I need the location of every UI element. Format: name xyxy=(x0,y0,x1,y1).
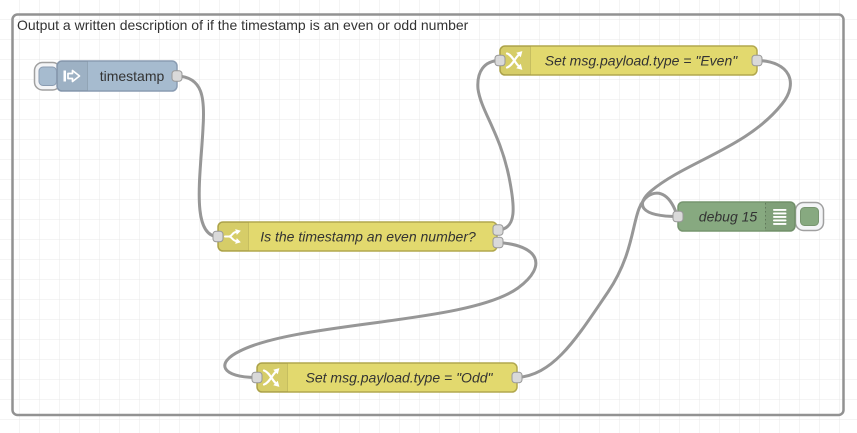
wire-switch-to-even[interactable] xyxy=(476,59,515,232)
inject-icon-shade xyxy=(57,61,87,91)
change-odd-node-label: Set msg.payload.type = "Odd" xyxy=(306,370,494,386)
debug-toggle-button[interactable] xyxy=(794,201,825,232)
switch-input-port[interactable] xyxy=(212,230,224,243)
inject-icon xyxy=(63,69,81,83)
wire-odd-to-debug[interactable] xyxy=(515,191,679,379)
change-even-node-label: Set msg.payload.type = "Even" xyxy=(545,53,738,69)
wire-timestamp-to-switch[interactable] xyxy=(175,74,220,238)
inject-button[interactable] xyxy=(33,61,62,91)
debug-node-label: debug 15 xyxy=(699,209,758,225)
change-even-output-port[interactable] xyxy=(751,54,763,67)
change-odd-input-port[interactable] xyxy=(251,371,263,384)
inject-node-label: timestamp xyxy=(100,68,165,84)
switch-icon xyxy=(224,229,241,244)
wire-even-to-debug[interactable] xyxy=(640,59,792,218)
node-change-set-odd[interactable]: Set msg.payload.type = "Odd" xyxy=(251,362,523,393)
node-change-set-even[interactable]: Set msg.payload.type = "Even" xyxy=(494,45,763,76)
node-debug-15[interactable]: debug 15 xyxy=(672,201,825,232)
switch-node-label: Is the timestamp an even number? xyxy=(260,229,476,245)
switch-output-port-2[interactable] xyxy=(492,236,504,249)
switch-icon-shade xyxy=(218,222,248,251)
flow-group-outline[interactable] xyxy=(11,13,845,417)
inject-output-port[interactable] xyxy=(171,70,183,82)
node-switch-is-even[interactable]: Is the timestamp an even number? xyxy=(212,221,504,252)
node-inject-timestamp[interactable]: timestamp xyxy=(33,60,183,92)
change-even-input-port[interactable] xyxy=(494,54,506,67)
debug-input-port[interactable] xyxy=(672,210,684,223)
change-odd-output-port[interactable] xyxy=(511,371,523,384)
switch-output-port-1[interactable] xyxy=(492,224,504,236)
group-label: Output a written description of if the t… xyxy=(17,17,469,33)
wire-switch-to-odd[interactable] xyxy=(223,241,538,379)
debug-lines-icon xyxy=(773,209,787,225)
